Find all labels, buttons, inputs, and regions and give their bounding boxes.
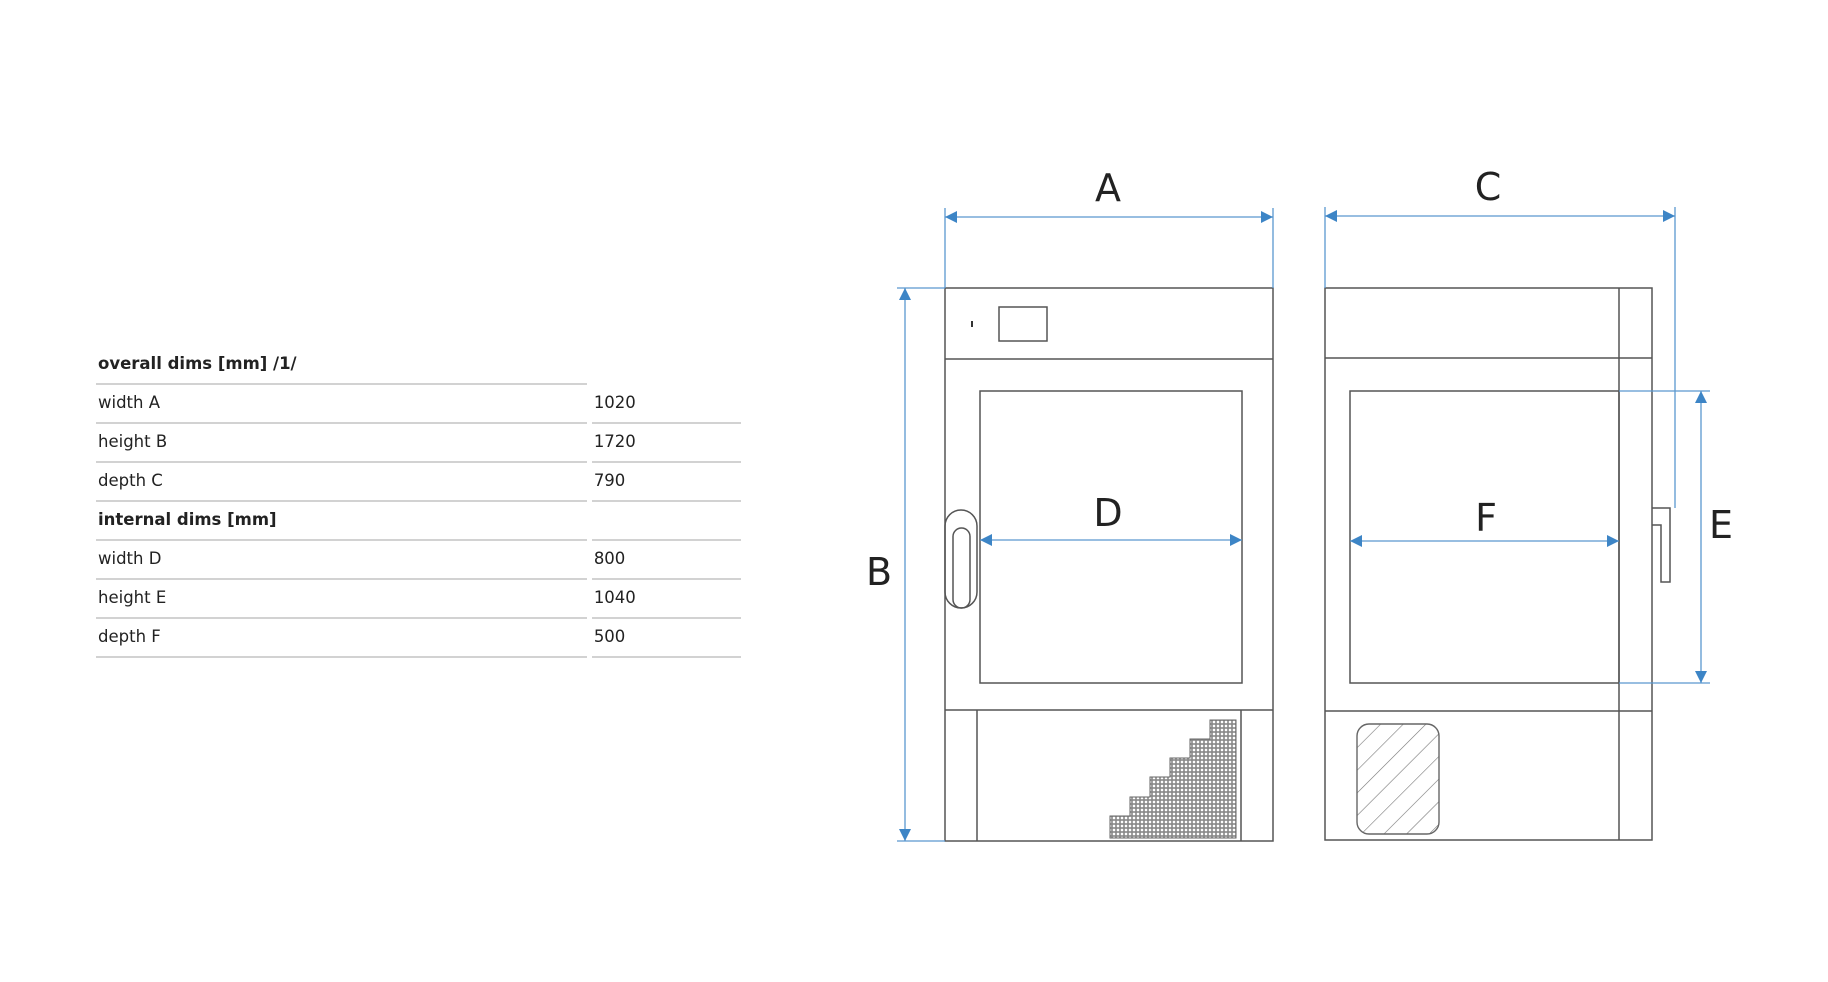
front-view	[944, 287, 1274, 842]
row-label: height B	[96, 424, 587, 463]
row-value: 1040	[591, 580, 741, 619]
dimensions-table: overall dims [mm] /1/ width A 1020 heigh…	[91, 346, 746, 658]
row-label: depth F	[96, 619, 587, 658]
dim-label-c: C	[1475, 165, 1502, 209]
dim-label-a: A	[1095, 166, 1121, 210]
section-header-internal: internal dims [mm]	[96, 502, 741, 541]
row-value: 1720	[591, 424, 741, 463]
row-value: 800	[591, 541, 741, 580]
row-value: 790	[591, 463, 741, 502]
row-label: width A	[96, 385, 587, 424]
indicator-dot	[971, 321, 973, 327]
door-handle-bracket	[944, 509, 978, 609]
dimension-lines	[897, 207, 1710, 842]
side-outline	[1324, 287, 1653, 841]
dim-label-e: E	[1709, 503, 1733, 547]
side-vent-hatched	[1356, 723, 1440, 835]
dim-label-d: D	[1093, 491, 1122, 535]
table-row: depth C 790	[96, 463, 741, 502]
dim-label-b: B	[866, 550, 892, 594]
front-door-window	[979, 390, 1243, 684]
table-row: height E 1040	[96, 580, 741, 619]
side-chamber	[1349, 390, 1620, 684]
row-label: width D	[96, 541, 587, 580]
door-handle	[952, 527, 971, 609]
vent-grille	[1109, 719, 1237, 839]
section-header-overall: overall dims [mm] /1/	[96, 346, 741, 385]
table-row: width D 800	[96, 541, 741, 580]
side-view	[1324, 287, 1671, 841]
table-row: depth F 500	[96, 619, 741, 658]
row-value: 500	[591, 619, 741, 658]
row-label: height E	[96, 580, 587, 619]
table-row: height B 1720	[96, 424, 741, 463]
row-value: 1020	[591, 385, 741, 424]
empty-cell	[591, 502, 741, 541]
control-display	[998, 306, 1048, 342]
row-label: depth C	[96, 463, 587, 502]
table-row: width A 1020	[96, 385, 741, 424]
section-title: overall dims [mm] /1/	[96, 346, 587, 385]
dim-label-f: F	[1475, 496, 1497, 540]
section-title: internal dims [mm]	[96, 502, 587, 541]
side-door-handle	[1652, 507, 1671, 583]
